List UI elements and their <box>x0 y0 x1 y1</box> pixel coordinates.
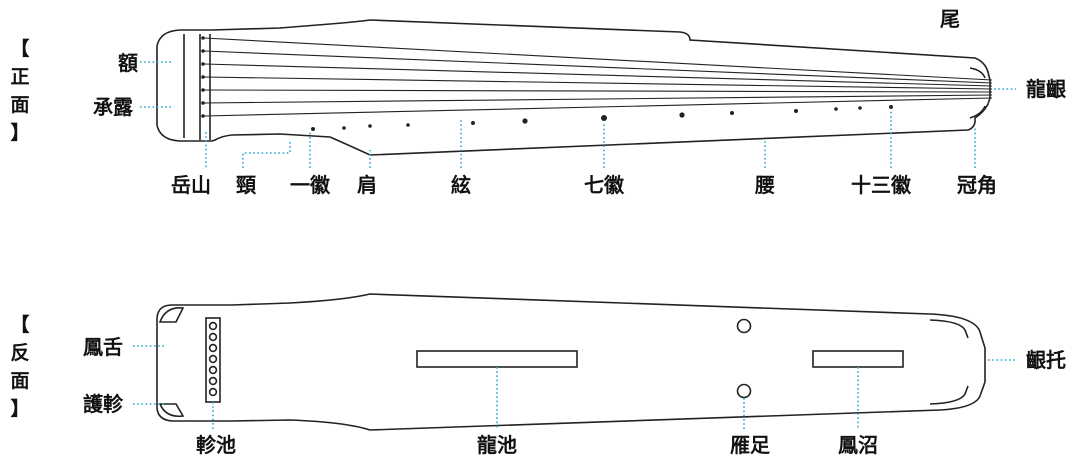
label-fengshe: 鳳舌 <box>83 335 123 359</box>
front-tail-notch-top <box>969 67 986 79</box>
back-side-bracket-open: 【 <box>10 313 29 336</box>
label-yanzu: 雁足 <box>730 433 771 457</box>
back-side-char-1: 反 <box>10 342 29 364</box>
label-yao: 腰 <box>754 173 775 197</box>
label-yintuo: 齦托 <box>1026 348 1066 372</box>
front-view: 【 正 面 】 <box>10 7 1067 197</box>
front-side-char-2: 面 <box>10 94 29 116</box>
back-yanzu-bottom <box>736 383 752 399</box>
back-tail-notch-bottom <box>929 385 969 405</box>
label-jing: 頸 <box>236 173 257 197</box>
front-leader-lines <box>140 61 1016 168</box>
label-longchi: 龍池 <box>477 433 517 457</box>
back-zhenchi-pegs <box>208 321 218 397</box>
label-chenglu: 承露 <box>93 95 134 119</box>
front-tail-notch-bottom <box>969 105 986 119</box>
back-body-outline <box>156 293 986 431</box>
back-side-char-2: 面 <box>10 370 29 392</box>
label-wei: 尾 <box>940 7 960 31</box>
back-leader-lines <box>133 345 1016 430</box>
back-tail-notch-top <box>929 319 969 339</box>
label-jian: 肩 <box>357 173 377 197</box>
front-strings <box>203 37 993 117</box>
front-side-bracket-open: 【 <box>10 37 29 60</box>
back-side-bracket-close: 】 <box>10 397 29 420</box>
label-yihui: 一徽 <box>290 173 331 197</box>
label-yueshan: 岳山 <box>171 173 211 197</box>
label-guanjiao: 冠角 <box>957 173 997 197</box>
back-view: 【 反 面 】 <box>10 293 1066 457</box>
back-huzhen-top <box>158 306 185 323</box>
front-side-char-1: 正 <box>10 66 29 88</box>
front-side-bracket-close: 】 <box>10 121 29 144</box>
back-yanzu-top <box>736 318 752 334</box>
front-body-outline <box>156 19 991 156</box>
label-e: 額 <box>117 51 138 75</box>
label-huzhen: 護軫 <box>83 392 124 416</box>
label-longyin: 龍齦 <box>1026 77 1067 101</box>
label-fengzhao: 鳳沼 <box>838 433 878 457</box>
back-longchi-rect <box>416 350 578 368</box>
front-hui-markers <box>311 105 893 131</box>
label-xian: 絃 <box>451 173 471 197</box>
label-zhenchi: 軫池 <box>196 433 236 457</box>
front-yueshan-bridge <box>199 34 211 140</box>
label-qihui: 七徽 <box>584 173 625 197</box>
back-fengzhao-rect <box>812 350 904 368</box>
front-string-pegs <box>201 36 205 118</box>
label-shisanhui: 十三徽 <box>851 173 912 197</box>
back-huzhen-bottom <box>158 403 185 418</box>
